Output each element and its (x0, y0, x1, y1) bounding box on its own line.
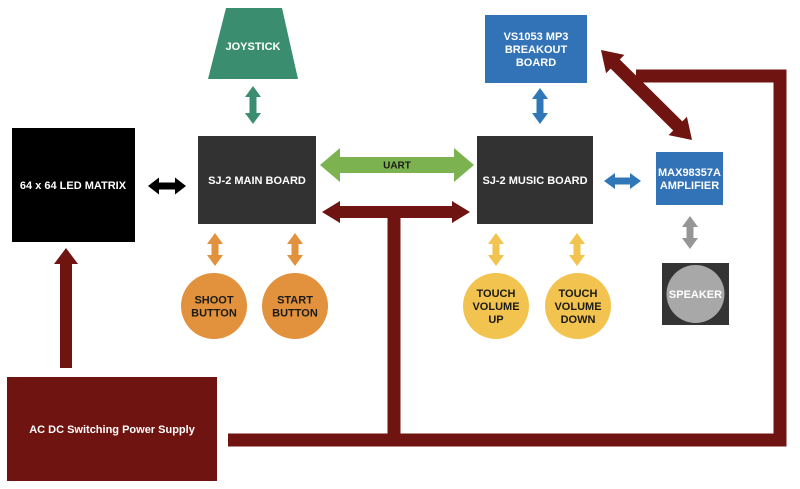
mp3-breakout-label-line: VS1053 MP3 (504, 31, 569, 43)
mp3-breakout-label-line: BOARD (516, 57, 556, 69)
touch-volume-down-circle (545, 273, 611, 339)
arrow-uart (320, 148, 474, 182)
uart-label-line: UART (383, 161, 411, 172)
power-supply-box (7, 377, 217, 481)
amplifier-label-line: MAX98357A (658, 167, 721, 179)
main-board-label-line: SJ-2 MAIN BOARD (208, 175, 306, 187)
touch-volume-up-circle (463, 273, 529, 339)
power-supply-label: AC DC Switching Power Supply (29, 424, 196, 436)
shoot-button-label-line: BUTTON (191, 308, 237, 320)
mp3-breakout-label-line: BREAKOUT (505, 44, 568, 56)
arrow-joystick-main (245, 86, 261, 124)
music-board-box (477, 136, 593, 224)
shoot-button-circle (181, 273, 247, 339)
amplifier-label-line: AMPLIFIER (660, 180, 719, 192)
arrow-led-main (148, 177, 186, 195)
start-button-label: START BUTTON (272, 294, 318, 319)
power-supply-label-line: AC DC Switching Power Supply (29, 424, 196, 436)
amplifier-box (656, 152, 723, 205)
touch-volume-down-label-line: TOUCH (559, 288, 598, 300)
touch-volume-up-label-line: UP (488, 314, 503, 326)
speaker-cone (666, 265, 725, 323)
touch-volume-up-label-line: TOUCH (477, 288, 516, 300)
start-button-label-line: START (277, 294, 313, 306)
start-button-circle (262, 273, 328, 339)
arrow-volup-music (488, 233, 504, 266)
start-button-label-line: BUTTON (272, 308, 318, 320)
arrow-shoot-main (207, 233, 223, 266)
led-matrix-label: 64 x 64 LED MATRIX (20, 180, 127, 192)
main-board-label: SJ-2 MAIN BOARD (208, 175, 306, 187)
joystick-label: JOYSTICK (225, 41, 280, 53)
music-board-label: SJ-2 MUSIC BOARD (482, 175, 587, 187)
main-board-box (198, 136, 316, 224)
uart-label: UART (383, 161, 411, 172)
arrow-music-amp (604, 173, 641, 189)
joystick-box (208, 8, 298, 79)
shoot-button-label-line: SHOOT (194, 294, 233, 306)
touch-volume-down-label-line: VOLUME (554, 301, 601, 313)
led-matrix-box (12, 128, 135, 242)
arrow-start-main (287, 233, 303, 266)
arrow-amp-speaker (682, 216, 698, 249)
mp3-breakout-box (485, 15, 587, 83)
arrow-voldown-music (569, 233, 585, 266)
power-line-loop (228, 69, 787, 447)
speaker-label: SPEAKER (669, 289, 722, 301)
speaker-label-line: SPEAKER (669, 289, 722, 301)
music-board-label-line: SJ-2 MUSIC BOARD (482, 175, 587, 187)
led-matrix-label-line: 64 x 64 LED MATRIX (20, 180, 127, 192)
shoot-button-label: SHOOT BUTTON (191, 294, 237, 319)
power-arrow-led-matrix (54, 248, 78, 368)
arrow-mp3-music (532, 88, 548, 124)
touch-volume-down-label-line: DOWN (561, 314, 596, 326)
joystick-label-line: JOYSTICK (225, 41, 280, 53)
touch-volume-up-label-line: VOLUME (472, 301, 519, 313)
power-arrow-amplifier (601, 50, 692, 140)
power-arrow-boards (322, 201, 470, 223)
